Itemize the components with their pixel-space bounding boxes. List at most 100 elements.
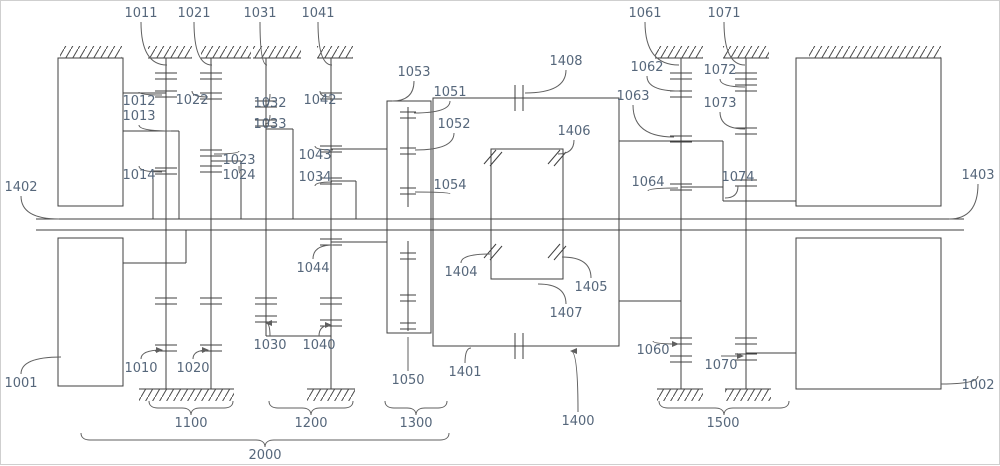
ground-symbol [657,388,703,401]
ground-symbol [139,388,234,401]
group-braces [80,400,790,448]
leader-1401 [464,347,472,364]
ref-label-1024: 1024 [222,168,255,183]
ref-label-1050: 1050 [391,373,424,388]
leader-1053 [391,80,415,102]
left-upper-block [57,57,124,207]
ref-label-1041: 1041 [301,6,334,21]
ref-label-1406: 1406 [557,124,590,139]
carrier-outline [490,148,564,280]
ref-label-1200: 1200 [294,416,327,431]
leader-1031 [259,21,268,66]
ref-label-1072: 1072 [703,63,736,78]
ref-label-1060: 1060 [636,343,669,358]
ref-label-1012: 1012 [122,94,155,109]
leader-1011 [140,21,168,66]
connector-lines [123,92,796,354]
housing-outline [432,97,620,347]
ref-label-1042: 1042 [303,93,336,108]
leader-1400 [570,348,579,413]
leader-1030 [265,320,273,337]
ref-label-1400: 1400 [561,414,594,429]
leader-1060 [652,340,679,347]
leader-1040 [318,322,332,337]
ref-label-1023: 1023 [222,153,255,168]
leader-1020 [192,347,209,360]
leader-1403 [948,183,979,220]
ground-symbol [148,46,192,59]
ground-symbol [60,46,122,59]
leader-1407 [537,283,567,305]
ref-label-1408: 1408 [549,54,582,69]
ref-label-1402: 1402 [4,180,37,195]
leader-1024 [238,165,241,174]
leader-1022 [191,90,209,98]
ref-label-1405: 1405 [574,280,607,295]
ref-label-1034: 1034 [298,170,331,185]
leader-1063 [632,104,675,138]
leader-1041 [317,21,333,66]
leader-1013 [138,124,172,132]
leader-1032 [263,93,271,107]
ref-label-1071: 1071 [707,6,740,21]
bevel-mesh-mark [483,243,503,261]
synchronizer-housing [386,100,432,334]
leader-1033 [264,114,271,125]
leader-1061 [644,21,680,66]
leader-1001 [20,356,62,375]
ref-label-1074: 1074 [721,170,754,185]
brace-1100 [148,400,234,416]
ref-label-1061: 1061 [628,6,661,21]
ref-label-1043: 1043 [298,148,331,163]
leader-1062 [646,75,680,92]
leader-1402 [20,195,60,220]
ground-symbol [253,46,301,59]
ref-label-1033: 1033 [253,117,286,132]
ref-label-1040: 1040 [302,338,335,353]
leader-1042 [319,90,331,98]
ref-label-1010: 1010 [124,361,157,376]
ref-label-1001: 1001 [4,376,37,391]
leader-1023 [213,150,240,155]
ground-symbol [201,46,251,59]
ref-label-1011: 1011 [124,6,157,21]
leader-1074 [724,185,739,199]
ref-label-1404: 1404 [444,265,477,280]
brace-1200 [268,400,354,416]
ref-label-1014: 1014 [122,168,155,183]
ref-label-1064: 1064 [631,175,664,190]
ref-label-1403: 1403 [961,168,994,183]
ref-label-1032: 1032 [253,96,286,111]
ref-label-1070: 1070 [704,358,737,373]
ref-label-1022: 1022 [175,93,208,108]
ref-label-1052: 1052 [437,117,470,132]
ref-label-1013: 1013 [122,109,155,124]
leader-1034 [314,181,333,187]
right-upper-block [795,57,942,207]
vertical-shafts [165,58,747,389]
machine-blocks [57,57,942,390]
bevel-mesh-mark [483,149,503,167]
ground-symbol [725,388,771,401]
ref-label-1063: 1063 [616,89,649,104]
leader-1021 [193,21,213,66]
ref-label-1407: 1407 [549,306,582,321]
leader-1044 [312,244,334,260]
ref-label-1031: 1031 [243,6,276,21]
synchronizer-box [386,100,432,334]
leader-1051 [413,100,451,114]
ref-label-1030: 1030 [253,338,286,353]
ref-label-1020: 1020 [176,361,209,376]
ground-symbols-top [60,46,941,59]
ref-label-1053: 1053 [397,65,430,80]
leader-1052 [414,132,455,151]
leader-1010 [140,347,163,360]
ref-label-1051: 1051 [433,85,466,100]
brace-1500 [658,400,790,416]
ref-label-2000: 2000 [248,448,281,463]
leader-1071 [723,21,746,66]
ground-symbols-bottom [139,388,771,401]
